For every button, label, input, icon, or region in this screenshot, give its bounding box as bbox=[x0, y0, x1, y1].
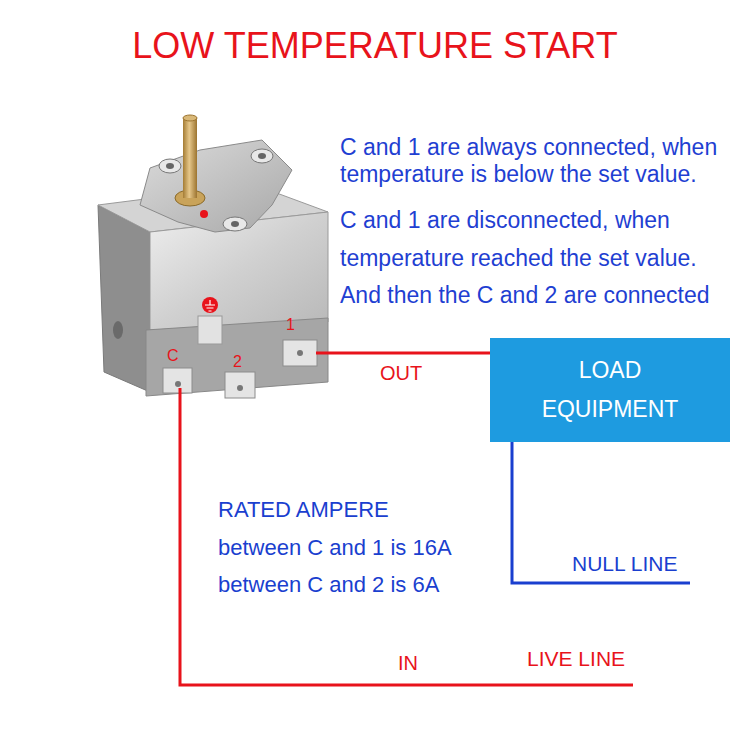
set-mark bbox=[200, 210, 208, 218]
diagram-title: LOW TEMPERATURE START bbox=[0, 24, 750, 67]
bracket-hole bbox=[159, 159, 181, 173]
rating-text: between C and 2 is 6A bbox=[218, 572, 439, 598]
bracket-hole bbox=[251, 149, 273, 163]
bracket-hole bbox=[166, 163, 174, 169]
rating-text: between C and 1 is 16A bbox=[218, 535, 452, 561]
note-text: And then the C and 2 are connected bbox=[340, 281, 740, 309]
housing-side bbox=[98, 205, 150, 392]
note-text: C and 1 are always connected, when tempe… bbox=[340, 134, 740, 188]
bracket-hole bbox=[223, 217, 247, 231]
terminal-label: C bbox=[167, 346, 179, 365]
terminal-hole bbox=[175, 381, 181, 387]
housing-front bbox=[150, 212, 328, 330]
wire-label: OUT bbox=[380, 361, 422, 385]
shaft bbox=[183, 118, 197, 198]
terminal-hole bbox=[237, 385, 243, 391]
ground-symbol bbox=[205, 300, 215, 311]
terminal-tab bbox=[283, 340, 317, 366]
terminal-tab bbox=[225, 372, 255, 398]
ground-symbol bbox=[202, 297, 218, 313]
wire-label: LIVE LINE bbox=[527, 646, 625, 671]
side-hole bbox=[113, 321, 123, 339]
terminal-tab bbox=[163, 368, 192, 393]
wire-label: IN bbox=[398, 651, 418, 675]
null-wire bbox=[512, 442, 690, 583]
bracket-hole bbox=[258, 153, 266, 159]
mounting-bracket bbox=[140, 140, 292, 232]
terminal-label: 1 bbox=[286, 315, 295, 334]
shaft-tip bbox=[183, 115, 197, 121]
ground-tab bbox=[198, 316, 222, 344]
rating-heading: RATED AMPERE bbox=[218, 497, 389, 523]
box-label: LOAD EQUIPMENT bbox=[535, 351, 685, 429]
out-wire bbox=[316, 352, 490, 355]
bracket-hole bbox=[231, 221, 239, 227]
note-text: C and 1 are disconnected, when temperatu… bbox=[340, 201, 740, 277]
terminal-label: 2 bbox=[233, 352, 242, 371]
terminal-hole bbox=[297, 350, 303, 356]
wire-label: NULL LINE bbox=[572, 551, 677, 576]
load-box: LOAD EQUIPMENT bbox=[490, 338, 730, 442]
